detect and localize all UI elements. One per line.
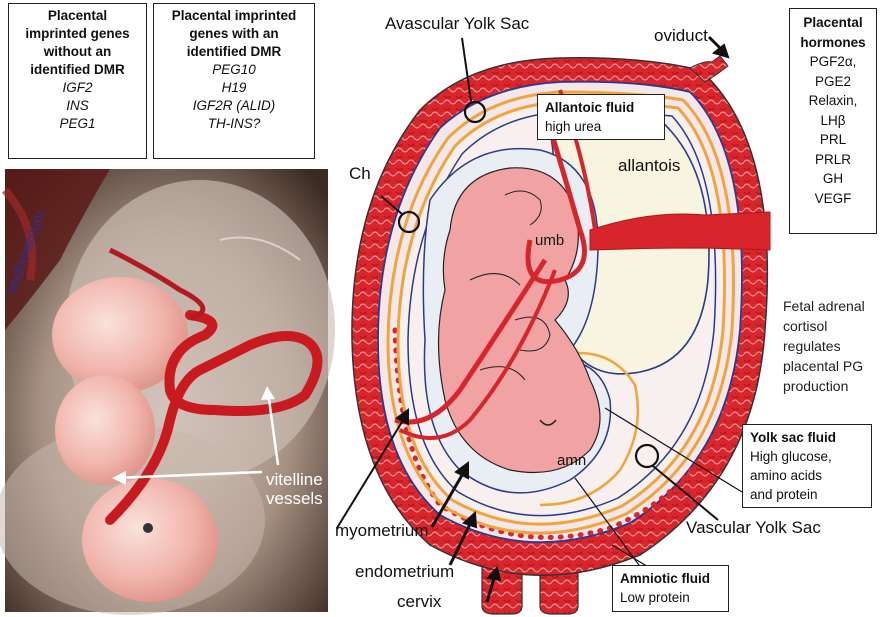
gene-name: TH-INS? xyxy=(154,115,314,133)
label-oviduct: oviduct xyxy=(654,26,708,46)
gene-name: H19 xyxy=(154,79,314,97)
box-title-line: hormones xyxy=(790,33,876,53)
allantoic-fluid-title: Allantoic fluid xyxy=(545,98,657,117)
box-title-line: identified DMR xyxy=(9,61,146,79)
amniotic-fluid-text: Low protein xyxy=(620,588,721,607)
hormone-item: PRL xyxy=(790,130,876,150)
yolk-sac-fluid-line: High glucose, xyxy=(750,447,864,466)
vitelline-line: vitelline xyxy=(266,470,323,489)
allantoic-fluid-text: high urea xyxy=(545,117,657,136)
hormone-item: LHβ xyxy=(790,111,876,131)
hormone-item: VEGF xyxy=(790,189,876,209)
label-cervix: cervix xyxy=(397,592,441,612)
label-chorion: Ch xyxy=(349,164,371,184)
box-title-line: genes with an xyxy=(154,25,314,43)
label-allantois: allantois xyxy=(618,156,680,176)
amniotic-fluid-box: Amniotic fluid Low protein xyxy=(612,565,729,612)
box-title-line: identified DMR xyxy=(154,43,314,61)
box-title-line: Placental xyxy=(9,7,146,25)
hormone-item: Relaxin, xyxy=(790,91,876,111)
gene-name: IGF2 xyxy=(9,79,146,97)
gene-name: PEG10 xyxy=(154,61,314,79)
cortisol-note-line: cortisol xyxy=(783,316,865,336)
allantoic-fluid-box: Allantoic fluid high urea xyxy=(537,94,665,140)
box-title-line: without an xyxy=(9,43,146,61)
label-endometrium: endometrium xyxy=(355,562,454,582)
yolk-sac-fluid-line: amino acids xyxy=(750,466,864,485)
hormone-item: GH xyxy=(790,169,876,189)
yolk-sac-fluid-line: and protein xyxy=(750,485,864,504)
placental-hormones-box: Placental hormones PGF2α, PGE2 Relaxin, … xyxy=(789,8,877,234)
label-vitelline-vessels: vitelline vessels xyxy=(266,470,323,508)
yolk-sac-fluid-box: Yolk sac fluid High glucose, amino acids… xyxy=(742,424,872,508)
embryo-photo xyxy=(0,169,335,615)
label-myometrium: myometrium xyxy=(335,521,429,541)
box-title-line: Placental xyxy=(790,13,876,33)
hormone-item: PGE2 xyxy=(790,72,876,92)
label-umbilical: umb xyxy=(535,232,564,249)
hormone-item: PGF2α, xyxy=(790,52,876,72)
cortisol-note-line: placental PG xyxy=(783,356,865,376)
cortisol-note-line: regulates xyxy=(783,336,865,356)
label-amnion: amn xyxy=(557,452,586,469)
amniotic-fluid-title: Amniotic fluid xyxy=(620,569,721,588)
yolk-sac-fluid-title: Yolk sac fluid xyxy=(750,428,864,447)
gene-name: PEG1 xyxy=(9,115,146,133)
box-title-line: Placental imprinted xyxy=(154,7,314,25)
hormone-item: PRLR xyxy=(790,150,876,170)
box-title-line: imprinted genes xyxy=(9,25,146,43)
cortisol-note-line: Fetal adrenal xyxy=(783,296,865,316)
vitelline-line: vessels xyxy=(266,489,323,508)
label-avascular-yolk-sac: Avascular Yolk Sac xyxy=(385,14,529,34)
imprinted-genes-no-dmr-box: Placental imprinted genes without an ide… xyxy=(8,3,147,159)
label-vascular-yolk-sac: Vascular Yolk Sac xyxy=(686,518,821,538)
gene-name: INS xyxy=(9,97,146,115)
gene-name: IGF2R (ALID) xyxy=(154,97,314,115)
cortisol-note: Fetal adrenal cortisol regulates placent… xyxy=(783,296,865,396)
cortisol-note-line: production xyxy=(783,376,865,396)
imprinted-genes-with-dmr-box: Placental imprinted genes with an identi… xyxy=(153,3,315,159)
